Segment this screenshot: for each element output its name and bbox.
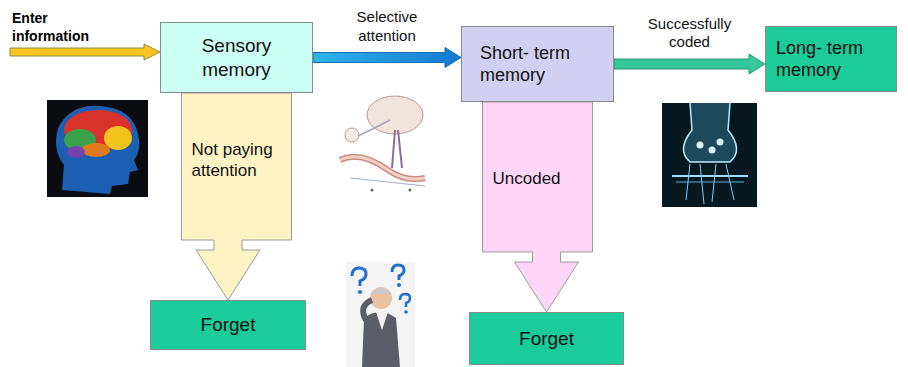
synapse-picture: [662, 103, 757, 207]
flow-arrow: [182, 93, 292, 300]
box-text: Sensory memory: [182, 34, 292, 82]
arrow-label: Uncoded: [493, 168, 587, 189]
arrow-label: Selective attention: [313, 8, 461, 46]
memory-box: Forget: [150, 300, 306, 350]
flow-arrow: [483, 102, 593, 312]
nervous-system-picture: [340, 96, 425, 192]
arrow-label: Successfully coded: [614, 15, 765, 53]
flow-arrow: [614, 54, 765, 74]
arrow-label: Not paying attention: [192, 139, 286, 182]
box-text: Long- term memory: [776, 37, 876, 82]
input-label: Enter information: [12, 10, 112, 45]
memory-box: Long- term memory: [765, 26, 897, 92]
box-text: Forget: [519, 327, 574, 351]
brain-picture: [47, 100, 148, 197]
memory-box: Forget: [469, 312, 624, 365]
puzzled-man-picture: [346, 262, 415, 367]
box-text: Forget: [201, 313, 256, 337]
box-text: Short- term memory: [480, 42, 590, 87]
flow-arrow: [313, 48, 461, 68]
memory-box: Sensory memory: [160, 22, 313, 93]
memory-box: Short- term memory: [461, 26, 614, 102]
input-arrow: [10, 44, 160, 60]
